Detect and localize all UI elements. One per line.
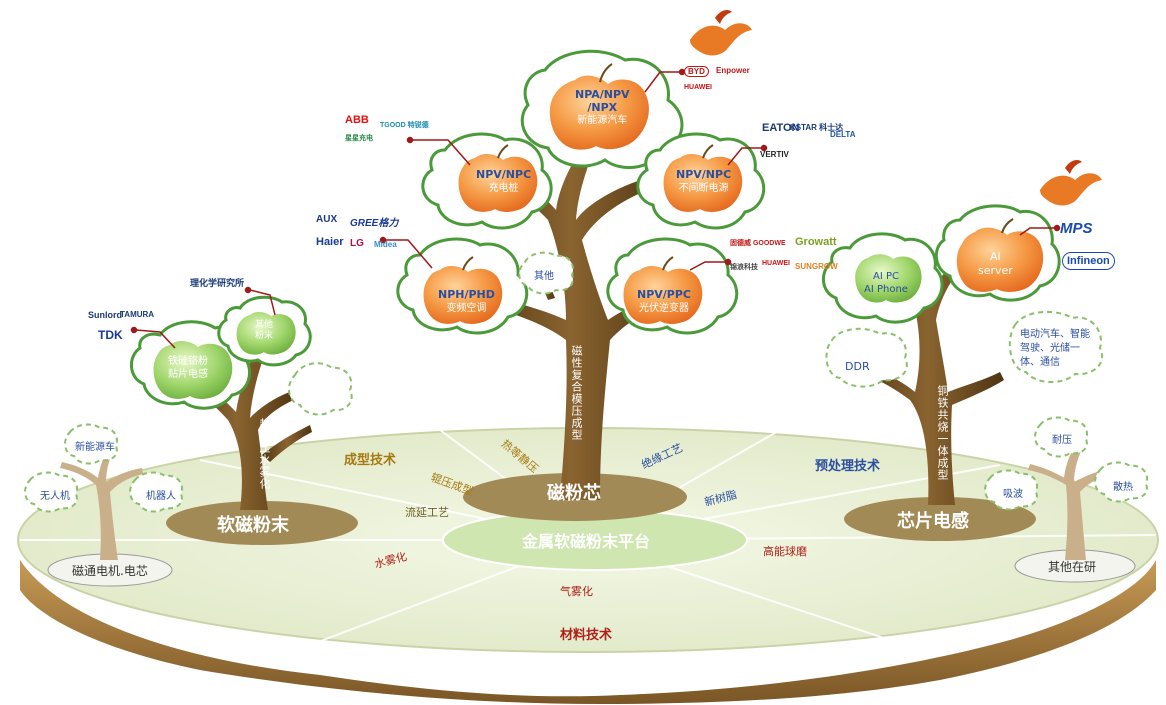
logo-tdk: TDK — [98, 328, 123, 342]
fruit-left1-line1: 铁硅铬粉 — [168, 356, 208, 367]
fruit-ul-label: NPV/NPC 充电桩 — [476, 168, 531, 196]
fruit-left2-line1: 其他 — [255, 320, 274, 330]
sector-material: 材料技术 — [560, 628, 613, 643]
logo-mps: MPS — [1060, 220, 1093, 237]
logo-goodwe: 固德威 GOODWE — [730, 240, 786, 247]
logo-delta: DELTA — [830, 130, 856, 139]
fruit-ur-line1: NPV/NPC — [676, 168, 732, 181]
fruit-apples — [153, 75, 1044, 399]
right-base-disc — [844, 497, 1036, 541]
platform-title: 金属软磁粉末平台 — [522, 532, 651, 551]
fruit-ll-line1: NPH/PHD — [438, 288, 495, 301]
fruit-lr-line2: 光伏逆变器 — [639, 303, 689, 314]
logo-growatt: Growatt — [795, 236, 837, 248]
fruit-left2-label: 其他 粉末 — [255, 320, 273, 342]
fruit-other-label: 其他 — [534, 271, 554, 282]
small-tree-right — [1028, 440, 1113, 560]
far-right-base-label: 其他在研 — [1048, 560, 1097, 574]
fruit-left1-label: 铁硅铬粉 贴片电感 — [168, 355, 208, 381]
logo-sungrow: SUNGROW — [795, 262, 838, 271]
logo-jinlang: 锦浪科技 — [730, 264, 758, 271]
ddr-label: DDR — [845, 360, 870, 373]
logo-gree: GREE格力 — [350, 218, 399, 229]
logo-lg: LG — [350, 238, 364, 249]
fruit-left1-line2: 贴片电感 — [168, 369, 208, 380]
bird-icon-top — [690, 10, 752, 56]
fruit-lr-line1: NPV/PPC — [637, 288, 691, 301]
logo-huawei2: HUAWEI — [762, 260, 790, 267]
fruit-top-line2: /NPX — [587, 101, 618, 114]
left-tree-trunk — [175, 330, 312, 510]
left-base-label: 软磁粉末 — [217, 515, 289, 536]
process-casting: 流延工艺 — [405, 506, 449, 519]
right-base-label: 芯片电感 — [897, 511, 969, 532]
logo-kstar: KSTAR 科士达 — [790, 123, 844, 132]
fruit-ai-pc-line1: AI PC — [872, 271, 899, 282]
fruit-ur-line2: 不间断电源 — [678, 183, 729, 194]
small-left-b: 无人机 — [40, 491, 70, 502]
small-tree-left — [60, 440, 143, 560]
logo-physics: 理化学研究所 — [190, 278, 245, 288]
trunk-label-center: 磁性复合模压成型 — [570, 345, 583, 441]
fruit-ai-pc-line2: AI Phone — [864, 284, 908, 295]
dashed-clouds — [24, 251, 1148, 513]
fruit-ll-label: NPH/PHD 变频空调 — [438, 288, 495, 316]
far-left-base-label: 磁通电机.电芯 — [72, 564, 148, 578]
fruit-ai-server-line1: AI — [990, 250, 1001, 263]
bird-icon-right — [1040, 160, 1102, 206]
sector-forming: 成型技术 — [344, 453, 397, 468]
fruit-lr-label: NPV/PPC 光伏逆变器 — [637, 288, 691, 316]
auto-label: 电动汽车、智能驾驶、光储一体、通信 — [1020, 329, 1090, 368]
logo-sunlord: Sunlord — [88, 310, 122, 320]
process-ball-mill: 高能球磨 — [763, 545, 807, 558]
fruit-ai-pc-label: AI PC AI Phone — [864, 270, 908, 296]
left-base-disc — [166, 501, 358, 545]
small-right-a: 耐压 — [1052, 435, 1072, 446]
fruit-top-line1: NPA/NPV — [575, 88, 630, 101]
logo-tamura: TAMURA — [120, 310, 155, 319]
logo-infineon: Infineon — [1062, 252, 1115, 270]
sector-pretreat: 预处理技术 — [815, 459, 881, 474]
trunk-label-right: 铜铁共烧一体成型 — [936, 385, 949, 481]
trunk-label-left: 超高压水雾化 — [258, 418, 271, 490]
logo-enpower: Enpower — [716, 66, 750, 75]
fruit-top-line3: 新能源汽车 — [577, 115, 628, 126]
fruit-ur-label: NPV/NPC 不间断电源 — [676, 168, 731, 196]
small-right-b: 吸波 — [1003, 489, 1023, 500]
process-gas-atom: 气雾化 — [560, 585, 593, 598]
small-left-c: 机器人 — [146, 491, 176, 502]
logo-midea: Midea — [374, 240, 397, 249]
logo-tgood: TGOOD 特锐德 — [380, 122, 429, 129]
logo-aux: AUX — [316, 214, 338, 225]
fruit-ai-server-line2: server — [978, 264, 1013, 277]
core-label: 磁粉芯 — [547, 483, 601, 504]
small-right-c: 散热 — [1113, 482, 1133, 493]
logo-star: 星星充电 — [345, 135, 373, 142]
logo-eaton: EATON — [762, 122, 800, 134]
logo-vertiv: VERTIV — [760, 150, 789, 159]
logo-haier: Haier — [316, 236, 344, 248]
fruit-ul-line2: 充电桩 — [488, 183, 519, 194]
logo-byd: BYD — [684, 66, 709, 77]
right-tree-trunk — [850, 255, 1004, 505]
logo-huawei1: HUAWEI — [684, 84, 712, 91]
fruit-ul-line1: NPV/NPC — [476, 168, 532, 181]
small-left-a: 新能源车 — [75, 442, 115, 453]
fruit-left2-line2: 粉末 — [255, 331, 274, 341]
fruit-ll-line2: 变频空调 — [446, 303, 487, 314]
fruit-ai-server-label: AI server — [978, 250, 1013, 278]
logo-abb: ABB — [345, 114, 369, 126]
fruit-top-label: NPA/NPV /NPX 新能源汽车 — [575, 88, 630, 127]
